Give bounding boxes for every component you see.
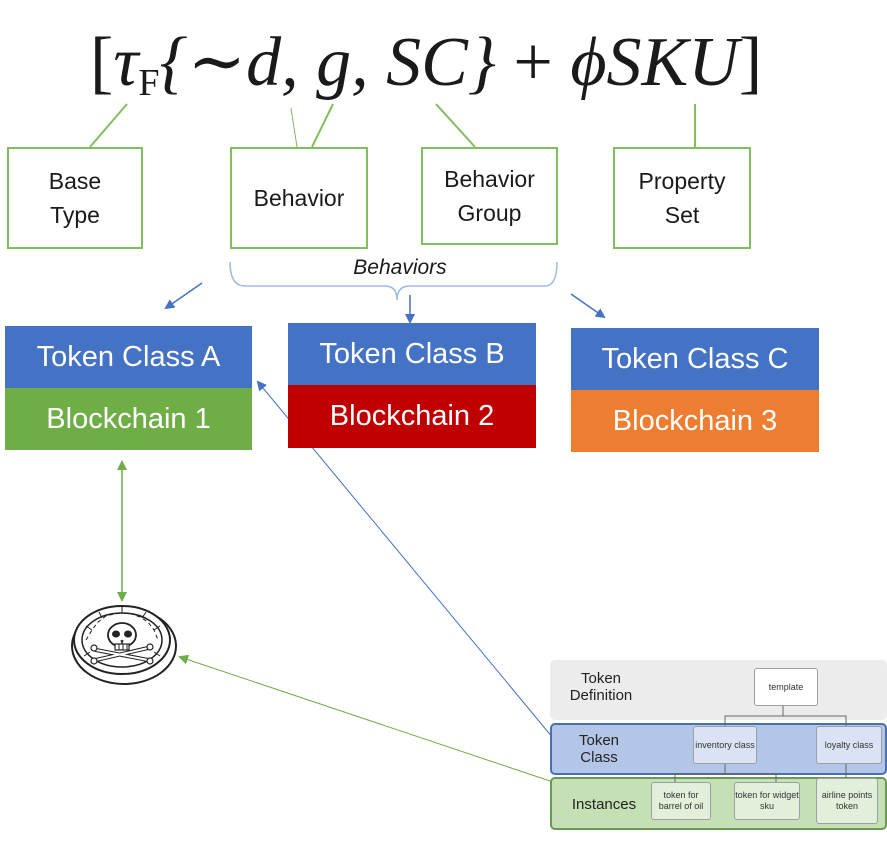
pirate-skull-coin-icon (71, 605, 177, 685)
arrow-to-class-c (570, 293, 606, 319)
token-definition-panel: Token Definition Token Class Instances t… (550, 660, 887, 830)
property-set-box: Property Set (613, 147, 751, 249)
blockchain-3-label: Blockchain 3 (612, 404, 778, 437)
behavior-group-label: Behavior Group (444, 166, 535, 226)
blockchain-2-footer: Blockchain 2 (288, 385, 536, 448)
blockchain-2-label: Blockchain 2 (329, 400, 495, 432)
behavior-group-box: Behavior Group (421, 147, 558, 245)
formula-tau: τ (113, 24, 139, 101)
behaviors-label: Behaviors (353, 256, 447, 279)
instance-widget-sku-node: token for widget sku (734, 782, 800, 820)
formula-property-set: ϕSKU (570, 24, 739, 101)
instance-barrel-oil-label: token for barrel of oil (658, 790, 704, 811)
template-node: template (754, 668, 818, 706)
base-type-label: Base Type (48, 168, 102, 228)
token-class-b-label: Token Class B (319, 337, 505, 370)
token-class-b-header: Token Class B (288, 323, 536, 385)
instance-barrel-oil-node: token for barrel of oil (651, 782, 711, 820)
base-type-box: Base Type (7, 147, 143, 249)
inventory-class-label: inventory class (695, 739, 755, 750)
instance-widget-sku-label: token for widget sku (735, 790, 799, 811)
instance-airline-points-node: airline points token (816, 778, 878, 824)
formula-tau-subscript: F (138, 62, 160, 104)
token-class-panel-label: Token Class (578, 732, 620, 766)
formula-open-bracket: [ (90, 24, 114, 101)
template-label: template (768, 681, 804, 692)
behavior-box: Behavior (230, 147, 368, 249)
loyalty-class-node: loyalty class (816, 726, 882, 764)
token-formula: [τF{∼d, g, SC} + ϕSKU] (90, 18, 810, 108)
arrow-to-class-a (164, 282, 203, 310)
line-behavior-group (435, 103, 476, 148)
inventory-class-node: inventory class (693, 726, 757, 764)
behaviors-brace (229, 261, 558, 301)
property-set-label: Property Set (638, 168, 726, 228)
loyalty-class-label: loyalty class (824, 739, 874, 750)
behavior-label: Behavior (253, 185, 345, 211)
token-class-c-label: Token Class C (601, 342, 789, 375)
line-behavior-b (311, 103, 334, 148)
blockchain-1-footer: Blockchain 1 (5, 388, 252, 450)
token-class-a-header: Token Class A (5, 326, 252, 388)
line-base-type (89, 103, 128, 148)
token-definition-label: Token Definition (569, 670, 633, 704)
formula-close-bracket: ] (738, 24, 763, 101)
instance-airline-points-label: airline points token (821, 790, 873, 811)
blockchain-1-label: Blockchain 1 (46, 402, 211, 435)
definition-band (550, 660, 887, 720)
formula-behaviors-set: {∼d, g, SC} (159, 24, 496, 101)
blockchain-3-footer: Blockchain 3 (571, 390, 819, 452)
arrow-instances-to-coin (178, 654, 554, 783)
token-class-c-header: Token Class C (571, 328, 819, 390)
formula-plus: + (513, 24, 553, 101)
token-class-a-label: Token Class A (36, 340, 221, 373)
instances-label: Instances (571, 796, 637, 813)
line-behavior-a (290, 107, 298, 148)
